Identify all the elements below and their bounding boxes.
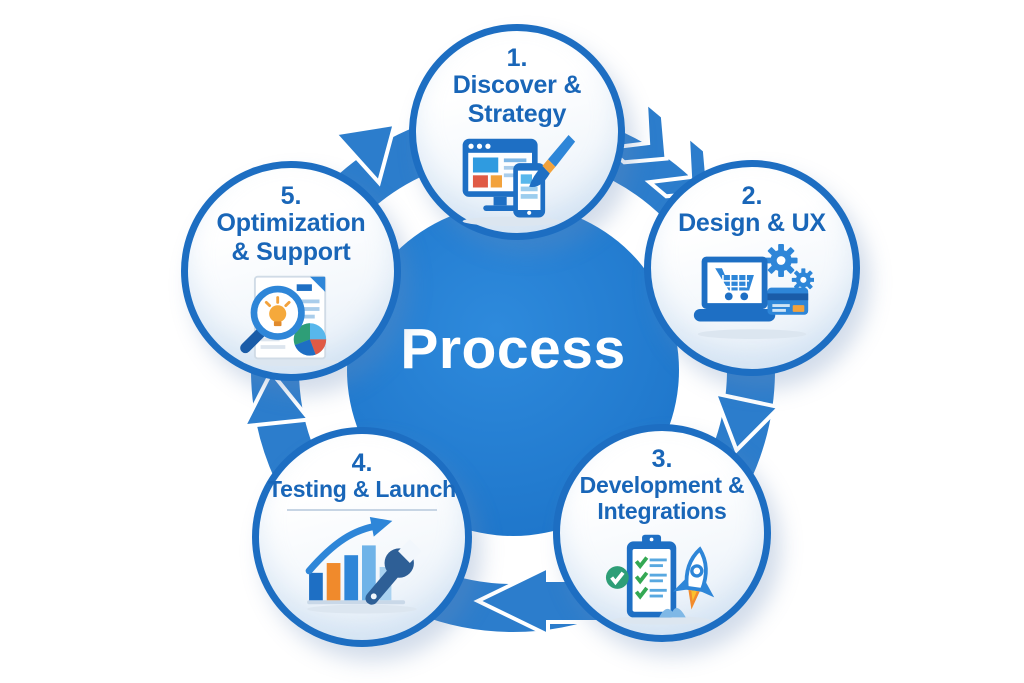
step-title-line: Discover & bbox=[452, 71, 582, 100]
step-title-line: Optimization bbox=[216, 209, 366, 238]
step-title: Optimization & Support bbox=[217, 209, 366, 266]
step-number: 1. bbox=[506, 44, 528, 72]
process-step-5: 5. Optimization & Support bbox=[181, 161, 401, 381]
step-title-line: Strategy bbox=[467, 99, 567, 128]
step-number: 2. bbox=[741, 182, 763, 210]
title-divider bbox=[287, 509, 437, 512]
bar-chart-wrench-icon bbox=[305, 517, 422, 614]
wrench-icon bbox=[365, 539, 422, 606]
flow-arrow-5-1 bbox=[330, 121, 398, 187]
step-number: 3. bbox=[651, 445, 673, 473]
process-step-4: 4. Testing & Launch bbox=[252, 427, 472, 647]
process-step-3: 3. Development & Integrations bbox=[553, 424, 771, 642]
step-title-line: Testing & Launch bbox=[267, 476, 457, 503]
magnifier-report-piechart-icon bbox=[240, 276, 339, 367]
clipboard-checklist-rocket-icon bbox=[605, 534, 715, 625]
step-title: Development & Integrations bbox=[580, 472, 745, 524]
pie-chart-icon bbox=[293, 323, 327, 356]
gear-icon bbox=[791, 268, 814, 292]
process-step-1: 1. Discover & Strategy bbox=[409, 24, 625, 240]
step-number: 4. bbox=[351, 449, 373, 477]
browser-phone-paintbrush-icon bbox=[462, 135, 576, 227]
step-title-line: & Support bbox=[231, 237, 351, 266]
center-label: Process bbox=[400, 317, 626, 381]
step-title-line: Development & bbox=[579, 472, 745, 499]
step-title: Testing & Launch bbox=[268, 476, 456, 502]
laptop-cart-gears-card-icon bbox=[693, 243, 814, 339]
rocket-icon bbox=[672, 546, 715, 610]
process-step-2: 2. Design & UX bbox=[644, 160, 860, 376]
flow-arrow-2-3 bbox=[711, 390, 784, 454]
gear-icon bbox=[764, 243, 798, 277]
step-title-line: Design & UX bbox=[678, 209, 826, 238]
step-title: Discover & Strategy bbox=[453, 71, 582, 128]
step-number: 5. bbox=[280, 182, 302, 210]
magnifier-lightbulb-icon bbox=[240, 285, 305, 354]
flow-arrow-4-5 bbox=[240, 368, 314, 429]
step-title: Design & UX bbox=[678, 209, 826, 238]
step-title-line: Integrations bbox=[597, 498, 727, 525]
